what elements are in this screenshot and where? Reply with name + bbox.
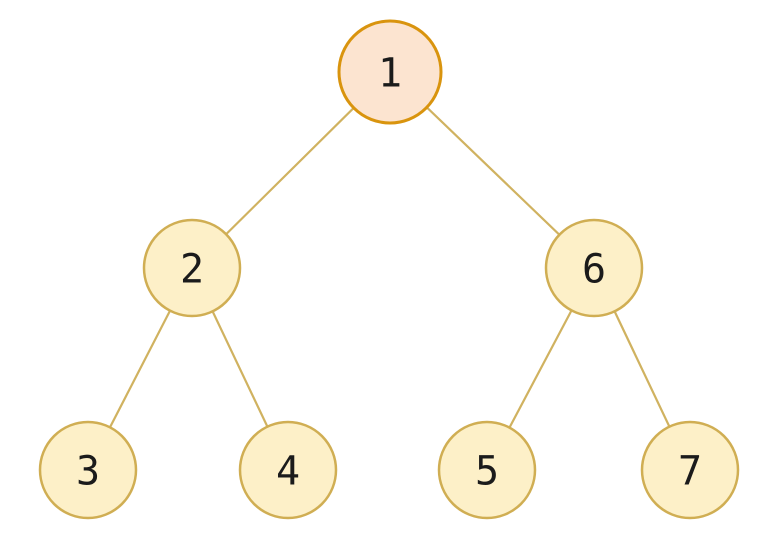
tree-nodes-layer: 1 2 6 3 4 5 7: [38, 19, 740, 520]
tree-node-4[interactable]: 4: [238, 420, 338, 520]
tree-node-1[interactable]: 1: [337, 19, 443, 125]
node-label: 1: [378, 50, 402, 96]
node-circle[interactable]: [142, 218, 242, 318]
node-label: 6: [582, 246, 606, 292]
node-circle[interactable]: [437, 420, 537, 520]
node-label: 7: [678, 448, 702, 494]
node-circle[interactable]: [38, 420, 138, 520]
tree-node-7[interactable]: 7: [640, 420, 740, 520]
node-label: 4: [276, 448, 300, 494]
node-label: 2: [180, 246, 204, 292]
tree-node-2[interactable]: 2: [142, 218, 242, 318]
tree-node-3[interactable]: 3: [38, 420, 138, 520]
tree-node-6[interactable]: 6: [544, 218, 644, 318]
node-label: 3: [76, 448, 100, 494]
node-circle-highlighted[interactable]: [337, 19, 443, 125]
node-label: 5: [475, 448, 499, 494]
node-circle[interactable]: [238, 420, 338, 520]
node-circle[interactable]: [640, 420, 740, 520]
tree-node-5[interactable]: 5: [437, 420, 537, 520]
node-circle[interactable]: [544, 218, 644, 318]
